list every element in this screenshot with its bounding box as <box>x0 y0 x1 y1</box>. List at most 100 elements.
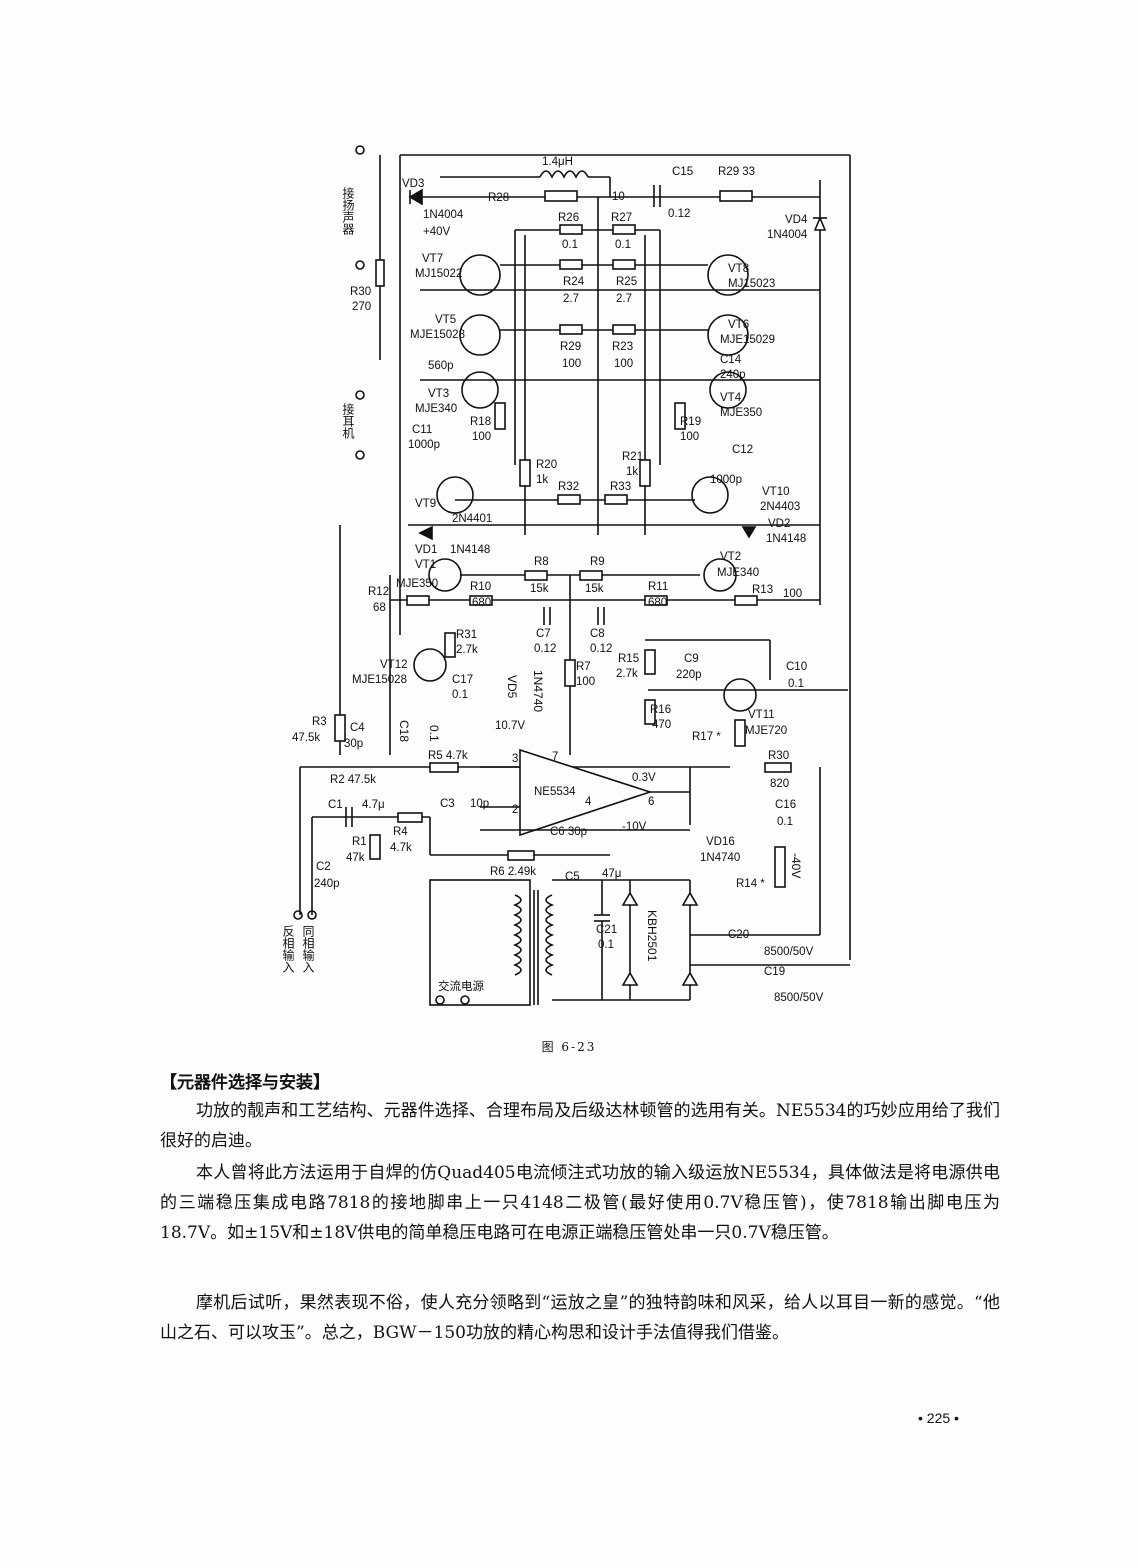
label-r15: R15 <box>618 653 639 665</box>
label-r23-val: 100 <box>614 358 633 370</box>
label-r30b-val: 820 <box>770 778 789 790</box>
label-vt11: VT11 <box>748 709 775 721</box>
label-r12: R12 <box>368 586 389 598</box>
label-r9: R9 <box>590 556 605 568</box>
label-vt3: VT3 <box>428 388 449 400</box>
label-c2-val: 240p <box>314 878 340 890</box>
circuit-schematic: 1.4μH VD3 1N4004 +40V R28 10 C15 0.12 R2… <box>281 145 851 1006</box>
label-inverting-input: 反相输入 <box>281 925 295 973</box>
label-c10-val: 0.1 <box>788 678 804 690</box>
label-r3-val: 47.5k <box>292 732 320 744</box>
label-r7-val: 100 <box>576 676 595 688</box>
label-c16: C16 <box>775 799 796 811</box>
label-r26-val: 0.1 <box>562 239 578 251</box>
label-vt3-type: MJE340 <box>415 403 457 415</box>
label-vd2-type: 1N4148 <box>766 533 806 545</box>
label-plus40v: +40V <box>423 226 451 238</box>
label-r18: R18 <box>470 416 491 428</box>
label-c19-val: 8500/50V <box>774 992 824 1004</box>
label-c9: C9 <box>684 653 699 665</box>
label-c18: C18 <box>397 720 411 742</box>
label-vt4-type: MJE350 <box>720 407 762 419</box>
label-c8-val: 0.12 <box>590 643 612 655</box>
label-c1: C1 <box>328 799 343 811</box>
label-vt11-type: MJE720 <box>745 725 787 737</box>
label-c18-val: 0.1 <box>427 725 441 742</box>
label-r29-val: 100 <box>562 358 581 370</box>
label-vd1: VD1 <box>415 544 437 556</box>
label-c11-val: 1000p <box>408 439 440 451</box>
figure-caption: 图 6-23 <box>541 1040 597 1054</box>
label-c14: C14 <box>720 354 742 366</box>
label-r25-val: 2.7 <box>616 293 632 305</box>
label-c21-val: 0.1 <box>598 939 614 951</box>
label-r13-val: 100 <box>783 588 802 600</box>
label-vd4-type: 1N4004 <box>767 229 808 241</box>
label-r25: R25 <box>616 276 637 288</box>
paragraph-1: 功放的靓声和工艺结构、元器件选择、合理布局及后级达林顿管的选用有关。NE5534… <box>160 1101 1000 1151</box>
label-0-3v: 0.3V <box>632 772 656 784</box>
label-vt6: VT6 <box>728 319 749 331</box>
label-vt9: VT9 <box>415 498 436 510</box>
label-c1-val: 4.7μ <box>362 799 385 811</box>
label-ac-source: 交流电源 <box>438 979 484 993</box>
label-r4-val: 4.7k <box>390 842 412 854</box>
label-vd3: VD3 <box>402 178 424 190</box>
label-r30a: R30 <box>350 286 371 298</box>
label-r30b: R30 <box>768 750 789 762</box>
label-c12-val: 1000p <box>710 474 742 486</box>
label-r14: R14 * <box>736 878 765 890</box>
label-r2: R2 47.5k <box>330 774 376 786</box>
label-vt5-type: MJE15028 <box>410 329 465 341</box>
label-kbh2501: KBH2501 <box>645 910 659 962</box>
label-r20: R20 <box>536 459 557 471</box>
label-r28: R28 <box>488 192 509 204</box>
label-opamp: NE5534 <box>534 786 576 798</box>
label-c19: C19 <box>764 966 785 978</box>
label-c4: C4 <box>350 722 365 734</box>
label-vt8-type: MJ15023 <box>728 278 775 290</box>
label-r11-val: 680 <box>648 597 667 609</box>
label-c15-val: 0.12 <box>668 208 690 220</box>
label-r27-val: 0.1 <box>615 239 631 251</box>
label-c17: C17 <box>452 674 473 686</box>
label-noninverting-input: 同相输入 <box>301 925 315 973</box>
label-c12: C12 <box>732 444 753 456</box>
label-r8: R8 <box>534 556 549 568</box>
label-vt10: VT10 <box>762 486 790 498</box>
label-r10: R10 <box>470 581 491 593</box>
label-vd5: VD5 <box>505 675 519 699</box>
page-number: • 225 • <box>918 1410 959 1426</box>
label-c7-val: 0.12 <box>534 643 556 655</box>
label-r4: R4 <box>393 826 408 838</box>
label-vd5-type: 1N4740 <box>531 670 545 712</box>
label-pin3: 3 <box>512 753 518 765</box>
section-title: 【元器件选择与安装】 <box>160 1073 330 1093</box>
label-c7: C7 <box>536 628 551 640</box>
label-c20-val: 8500/50V <box>764 946 814 958</box>
label-c16-val: 0.1 <box>777 816 793 828</box>
label-c10: C10 <box>786 661 807 673</box>
label-r21: R21 <box>622 451 643 463</box>
label-r19-val: 100 <box>680 431 699 443</box>
label-r5: R5 4.7k <box>428 750 468 762</box>
label-vd4: VD4 <box>785 214 808 226</box>
label-r10-val: 680 <box>472 597 491 609</box>
label-c4-val: 30p <box>344 738 363 750</box>
label-c5: C5 <box>565 871 580 883</box>
label-speaker: 接扬声器 <box>341 186 355 236</box>
label-pin4: 4 <box>585 796 592 808</box>
label-c3: C3 <box>440 798 455 810</box>
label-r21-val: 1k <box>626 466 638 478</box>
label-c5-val: 47μ <box>602 868 621 880</box>
label-vd16-type: 1N4740 <box>700 852 740 864</box>
label-r26: R26 <box>558 212 579 224</box>
label-r6: R6 2.49k <box>490 866 536 878</box>
label-r24: R24 <box>563 276 585 288</box>
label-r8-val: 15k <box>530 583 549 595</box>
label-c6: C6 30p <box>550 826 587 838</box>
label-vt9-type: 2N4401 <box>452 513 492 525</box>
label-r9-val: 15k <box>585 583 604 595</box>
label-r3: R3 <box>312 716 327 728</box>
label-c3-val: 10p <box>470 798 489 810</box>
